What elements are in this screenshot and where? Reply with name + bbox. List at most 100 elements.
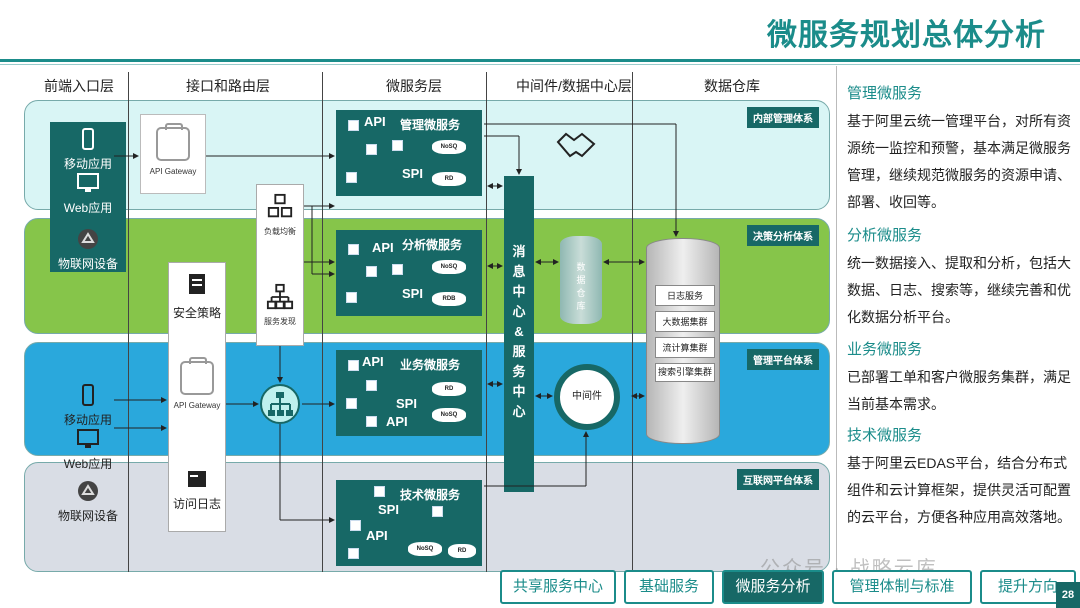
analysis-microservice: API 分析微服务 SPI NoSQ RDB xyxy=(336,230,482,316)
mobile-icon xyxy=(82,128,94,150)
service-cube xyxy=(346,398,357,409)
message-service-center: 消息中心&服务中心 xyxy=(504,176,534,492)
service-cube xyxy=(348,120,359,131)
warehouse-cluster: 日志服务 大数据集群 流计算集群 搜索引擎集群 xyxy=(646,238,720,444)
handshake-icon xyxy=(556,132,596,158)
tab-microservice-analysis[interactable]: 微服务分析 xyxy=(722,570,824,604)
api-gateway-label: API Gateway xyxy=(149,167,197,176)
device-mobile-label: 移动应用 xyxy=(63,157,112,171)
device-web: Web应用 xyxy=(50,172,126,216)
spi-label: SPI xyxy=(402,286,423,301)
device-iot: 物联网设备 xyxy=(50,480,126,524)
routing-hub-icon xyxy=(260,384,300,424)
service-cube xyxy=(374,486,385,497)
gateway-icon xyxy=(156,123,190,161)
column-divider xyxy=(632,72,633,572)
warehouse-item: 流计算集群 xyxy=(655,337,715,358)
api-gateway-tall: 安全策略 API Gateway 访问日志 xyxy=(168,262,226,532)
access-log-label: 访问日志 xyxy=(172,497,221,511)
monitor-icon xyxy=(77,429,99,448)
database-icon: RD xyxy=(448,544,476,558)
device-mobile: 移动应用 xyxy=(50,128,126,172)
device-web: Web应用 xyxy=(50,428,126,472)
warehouse-item: 大数据集群 xyxy=(655,311,715,332)
database-icon: NoSQ xyxy=(432,408,466,422)
sidebar-text: 基于阿里云EDAS平台，结合分布式组件和云计算框架，提供灵活可配置的云平台，方便… xyxy=(847,455,1071,525)
api-gateway-top: API Gateway xyxy=(140,114,206,194)
band-tag: 决策分析体系 xyxy=(747,225,819,246)
column-header-warehouse: 数据仓库 xyxy=(704,78,760,94)
service-cube xyxy=(348,548,359,559)
service-discovery-icon xyxy=(266,283,294,310)
api-label: API xyxy=(386,414,408,429)
service-cube xyxy=(366,416,377,427)
column-divider xyxy=(486,72,487,572)
microservice-title: 技术微服务 xyxy=(400,488,461,502)
service-cube xyxy=(432,506,443,517)
tab-basic-services[interactable]: 基础服务 xyxy=(624,570,714,604)
device-iot-label: 物联网设备 xyxy=(57,257,118,271)
column-divider xyxy=(322,72,323,572)
message-center-label: 消息中心&服务中心 xyxy=(512,244,526,419)
iot-icon xyxy=(78,229,98,249)
security-policy-label: 安全策略 xyxy=(172,306,221,320)
device-web-label: Web应用 xyxy=(63,201,113,215)
band-tag: 内部管理体系 xyxy=(747,107,819,128)
service-cube xyxy=(366,380,377,391)
bottom-tab-bar: 共享服务中心 基础服务 微服务分析 管理体制与标准 提升方向 xyxy=(500,570,1080,606)
mobile-icon xyxy=(82,384,94,406)
connector-arrows xyxy=(114,123,679,523)
sidebar-text: 已部署工单和客户微服务集群，满足当前基本需求。 xyxy=(847,369,1071,412)
spi-label: SPI xyxy=(396,396,417,411)
page-number: 28 xyxy=(1056,582,1080,608)
spi-label: SPI xyxy=(402,166,423,181)
device-mobile: 移动应用 xyxy=(50,384,126,428)
database-icon: NoSQ xyxy=(432,140,466,154)
database-icon: RD xyxy=(432,172,466,186)
api-gateway-label: API Gateway xyxy=(173,401,221,410)
page-title: 微服务规划总体分析 xyxy=(767,19,1046,52)
spi-label: SPI xyxy=(378,502,399,517)
microservice-title: 管理微服务 xyxy=(400,118,461,132)
device-mobile-label: 移动应用 xyxy=(63,413,112,427)
gateway-icon xyxy=(180,357,214,395)
service-cube xyxy=(350,520,361,531)
load-balance-icon xyxy=(267,193,293,218)
service-discovery-label: 服务发现 xyxy=(264,317,296,326)
service-cube xyxy=(346,292,357,303)
device-iot: 物联网设备 xyxy=(50,228,126,272)
tab-shared-service-center[interactable]: 共享服务中心 xyxy=(500,570,616,604)
sidebar-text: 基于阿里云统一管理平台，对所有资源统一监控和预警，基本满足微服务管理，继续规范微… xyxy=(847,113,1071,210)
business-microservice: API 业务微服务 SPI API RD NoSQ xyxy=(336,350,482,436)
database-icon: NoSQ xyxy=(408,542,442,556)
microservice-title: 业务微服务 xyxy=(400,358,461,372)
database-icon: RDB xyxy=(432,292,466,306)
api-label: API xyxy=(362,354,384,369)
title-divider-thin xyxy=(0,64,1080,65)
routing-box: 负载均衡 服务发现 xyxy=(256,184,304,346)
warehouse-item: 搜索引擎集群 xyxy=(655,363,715,382)
title-divider xyxy=(0,59,1080,62)
tab-management-standards[interactable]: 管理体制与标准 xyxy=(832,570,972,604)
sidebar-heading: 分析微服务 xyxy=(847,227,923,244)
architecture-diagram: 内部管理体系 决策分析体系 管理平台体系 互联网平台体系 前端入口层 接口和路由… xyxy=(16,66,836,576)
band-tag: 管理平台体系 xyxy=(747,349,819,370)
column-header-frontend: 前端入口层 xyxy=(44,78,114,94)
middleware-node: 中间件 xyxy=(554,364,620,430)
service-cube xyxy=(348,244,359,255)
technical-microservice: 技术微服务 SPI API NoSQ RD xyxy=(336,480,482,566)
service-cube xyxy=(392,264,403,275)
device-iot-label: 物联网设备 xyxy=(57,509,118,523)
band-tag: 互联网平台体系 xyxy=(737,469,819,490)
column-header-middleware: 中间件/数据中心层 xyxy=(516,78,632,94)
device-web-label: Web应用 xyxy=(63,457,113,471)
load-balance-label: 负载均衡 xyxy=(264,227,296,236)
sidebar-heading: 业务微服务 xyxy=(847,341,923,358)
sidebar-heading: 管理微服务 xyxy=(847,85,923,102)
sidebar-heading: 技术微服务 xyxy=(847,427,923,444)
api-label: API xyxy=(366,528,388,543)
data-warehouse-label: 数据仓库 xyxy=(576,262,586,311)
data-warehouse-cylinder: 数据仓库 xyxy=(560,236,602,324)
service-cube xyxy=(366,266,377,277)
log-icon xyxy=(188,471,206,487)
